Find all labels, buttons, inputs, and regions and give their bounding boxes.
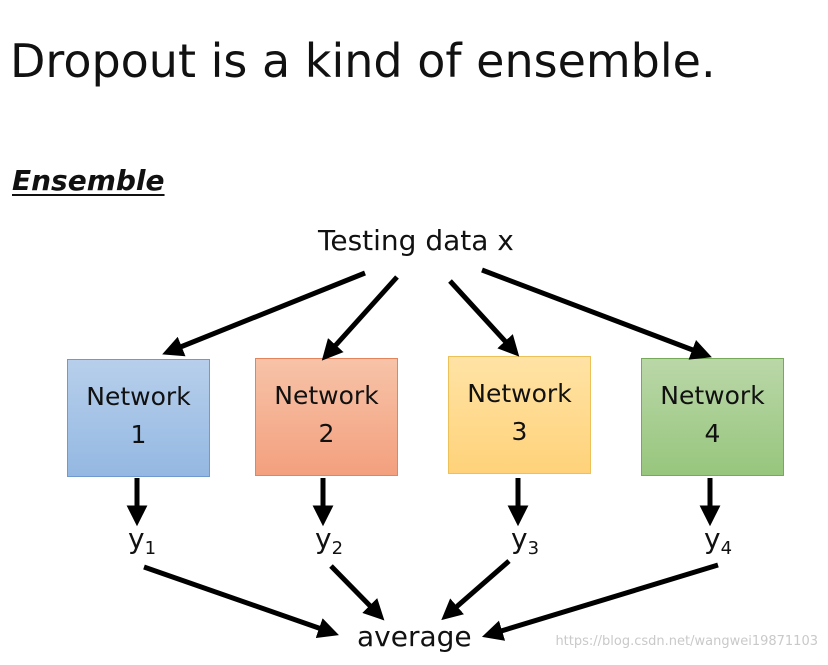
output-y1-symbol: y	[128, 522, 145, 555]
output-y3-symbol: y	[511, 522, 528, 555]
arrow-input-to-network-1	[162, 270, 366, 357]
output-y2-symbol: y	[315, 522, 332, 555]
output-y2-index: 2	[331, 538, 344, 559]
output-y3: y3	[511, 522, 539, 559]
arrow-input-to-network-3	[448, 279, 520, 357]
output-y2: y2	[315, 522, 343, 559]
testing-data-label: Testing data x	[318, 224, 514, 257]
output-y1: y1	[128, 522, 156, 559]
slide-title: Dropout is a kind of ensemble.	[10, 34, 716, 88]
output-y3-index: 3	[527, 538, 540, 559]
network-4-label: Network	[660, 381, 765, 410]
arrow-y1-to-average	[143, 564, 339, 639]
watermark-text: https://blog.csdn.net/wangwei19871103	[555, 634, 818, 649]
arrow-y2-to-average	[329, 564, 385, 621]
arrow-input-to-network-4	[481, 267, 712, 360]
section-heading: Ensemble	[12, 164, 165, 197]
network-2-box: Network 2	[255, 358, 398, 476]
network-1-number: 1	[130, 420, 147, 449]
network-4-box: Network 4	[641, 358, 784, 476]
arrow-input-to-network-2	[321, 275, 399, 361]
arrow-y3-to-average	[441, 559, 511, 621]
output-y4-symbol: y	[704, 522, 721, 555]
output-y1-index: 1	[144, 538, 157, 559]
network-2-number: 2	[318, 419, 335, 448]
network-3-label: Network	[467, 379, 572, 408]
network-2-label: Network	[274, 381, 379, 410]
output-y4: y4	[704, 522, 732, 559]
network-1-box: Network 1	[67, 359, 210, 477]
network-1-label: Network	[86, 382, 191, 411]
network-3-box: Network 3	[448, 356, 591, 474]
average-label: average	[357, 620, 472, 653]
output-y4-index: 4	[720, 538, 733, 559]
network-4-number: 4	[704, 419, 721, 448]
arrow-y4-to-average	[481, 562, 719, 641]
network-3-number: 3	[511, 417, 528, 446]
